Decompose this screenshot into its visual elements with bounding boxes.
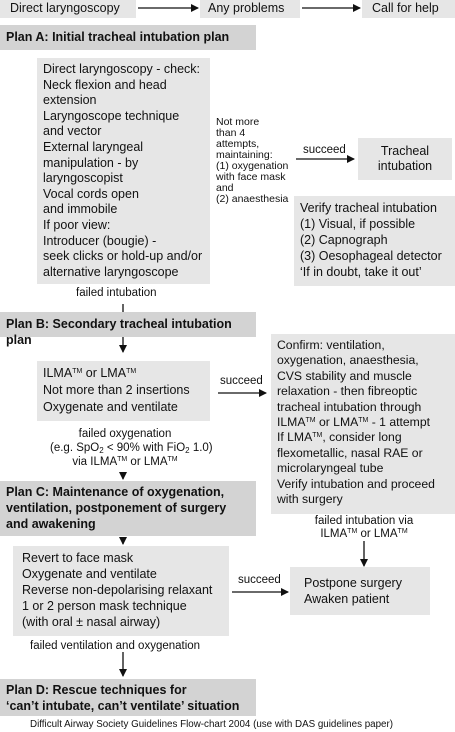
plan-a-title: Plan A: Initial tracheal intubation plan [0,25,256,50]
plan-b-title: Plan B: Secondary tracheal intubation pl… [0,312,256,347]
attempts-note-line-1: Not more [216,116,260,128]
verify-line-3: (2) Capnograph [300,233,388,247]
plan-c-succeed-label: succeed [238,574,281,586]
header-step-problems-label: Any problems [208,1,285,15]
confirm-lines: Confirm: ventilation,oxygenation, anaest… [277,338,449,415]
plan-c-line-2: Oxygenate and ventilate [22,567,157,581]
plan-a-line-3: extension [43,93,97,108]
verify-line-1: Verify tracheal intubation [300,201,437,215]
plan-a-line-7: manipulation - by [43,155,139,170]
confirm-lma-line: ILMATM or LMATM - 1 attempt [277,415,430,430]
postpone-line-2: Awaken patient [304,592,390,606]
plan-c-line-4: 1 or 2 person mask technique [22,599,187,613]
plan-c-failed-label: failed ventilation and oxygenation [30,640,201,652]
confirm-rest-line-4: with surgery [277,492,343,507]
plan-a-succeed-label: succeed [303,144,346,156]
attempts-note-line-7: and [216,182,234,194]
plan-b-succeed-label: succeed [220,375,263,387]
plan-b-line-1: ILMATM or LMATM [43,366,137,380]
plan-c-line-1: Revert to face mask [22,551,134,565]
plan-a-checklist-lines: Direct laryngoscopy - check:Neck flexion… [43,62,204,280]
failed-oxygenation-label: failed oxygenation (e.g. SpO2 < 90% with… [50,428,213,468]
verify-intubation-lines: Verify tracheal intubation (1) Visual, if… [300,200,449,280]
confirm-line-5: tracheal intubation through [277,399,422,414]
verify-line-4: (3) Oesophageal detector [300,249,442,263]
attempts-note-line-2: than 4 [216,127,246,139]
confirm-box: Confirm: ventilation,oxygenation, anaest… [271,334,455,514]
plan-a-line-1: Direct laryngoscopy - check: [43,62,201,76]
confirm-line-2: oxygenation, anaesthesia, [277,353,419,368]
plan-a-line-4: Laryngoscope technique [43,108,180,123]
plan-c-title-line-1: Plan C: Maintenance of oxygenation, [6,485,225,499]
plan-a-line-10: and immobile [43,202,118,217]
plan-a-line-6: External laryngeal [43,139,144,154]
plan-a-failed-label: failed intubation [76,287,157,299]
plan-c-title-line-3: and awakening [6,517,96,531]
confirm-line-4: relaxation - then fibreoptic [277,384,418,399]
header-step-problems [200,0,300,18]
verify-intubation-box: Verify tracheal intubation (1) Visual, if… [294,196,455,286]
plan-b-line-3: Oxygenate and ventilate [43,400,178,414]
plan-a-line-12: Introducer (bougie) - [43,233,157,248]
plan-c-title-line-2: ventilation, postponement of surgery [6,501,227,515]
attempts-note-line-4: maintaining: [216,149,273,161]
plan-b-box: ILMATM or LMATM Not more than 2 insertio… [37,361,210,421]
attempts-note-line-6: with face mask [216,171,286,183]
failed-intubation-via-lma-label: failed intubation via ILMATM or LMATM [314,515,414,540]
plan-b-line-2: Not more than 2 insertions [43,383,190,397]
verify-line-2: (1) Visual, if possible [300,217,416,231]
plan-d-title-line-2: ‘can’t intubate, can’t ventilate’ situat… [6,699,240,713]
plan-a-line-2: Neck flexion and head [43,77,167,92]
attempts-note-line-5: (1) oxygenation [216,160,289,172]
header-step-help [362,0,455,18]
attempts-note-line-3: attempts, [216,138,260,150]
plan-a-line-13: seek clicks or hold-up and/or [43,249,203,264]
plan-a-line-5: and vector [43,124,102,139]
plan-d-title: Plan D: Rescue techniques for ‘can’t intu… [0,679,256,716]
tracheal-intubation-line-1: Tracheal [380,144,430,158]
verify-line-5: ‘If in doubt, take it out’ [300,265,422,279]
caption: Difficult Airway Society Guidelines Flow… [30,719,394,730]
header-step-laryngoscopy-label: Direct laryngoscopy [10,1,120,15]
plan-c-line-5: (with oral ± nasal airway) [22,615,161,629]
postpone-line-1: Postpone surgery [304,576,402,590]
tracheal-intubation-line-2: intubation [377,159,433,173]
confirm-rest-line-2: microlaryngeal tube [277,461,384,476]
header-step-laryngoscopy [0,0,136,18]
plan-a-line-9: Vocal cords open [43,186,139,201]
confirm-rest-line-1: flexometallic, nasal RAE or [277,445,423,460]
plan-d-title-line-1: Plan D: Rescue techniques for [6,683,187,697]
plan-a-checklist: Direct laryngoscopy - check:Neck flexion… [37,58,210,284]
plan-a-line-11: If poor view: [43,217,111,232]
confirm-rest-line-3: Verify intubation and proceed [277,476,435,491]
confirm-if-lma-line: If LMATM, consider long [277,430,402,445]
confirm-line-3: CVS stability and muscle [277,368,412,383]
plan-c-line-3: Reverse non-depolarising relaxant [22,583,213,597]
plan-a-line-8: laryngoscopist [43,171,123,186]
confirm-line-1: Confirm: ventilation, [277,338,385,352]
attempts-note-line-8: (2) anaesthesia [216,193,289,205]
plan-c-title: Plan C: Maintenance of oxygenation, venti… [0,481,256,536]
header-step-help-label: Call for help [372,1,439,15]
plan-a-line-14: alternative laryngoscope [43,264,179,279]
